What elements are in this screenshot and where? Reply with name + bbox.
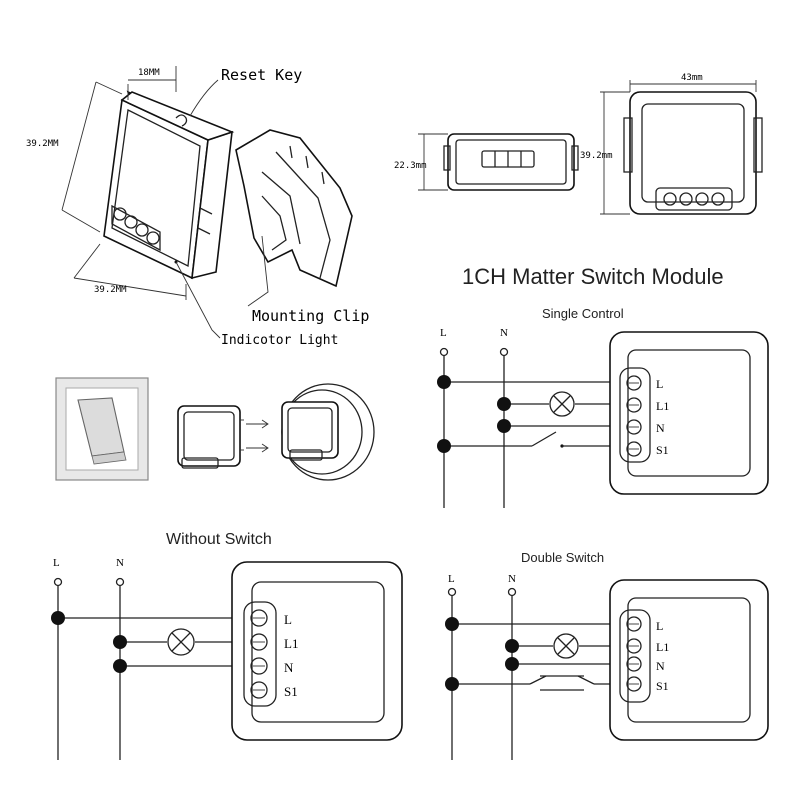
double-terminal-s1: S1 <box>656 679 669 693</box>
indicator-light-label: Indicotor Light <box>221 333 338 348</box>
installation-illustration <box>55 377 375 481</box>
without-switch-title: Without Switch <box>166 531 272 548</box>
double-switch-title: Double Switch <box>521 550 604 565</box>
side-view <box>418 133 579 191</box>
dim-front-height-label: 39.2mm <box>580 151 613 161</box>
without-terminal-n: N <box>284 660 294 675</box>
single-control-diagram <box>437 331 769 508</box>
single-terminal-l: L <box>656 377 663 391</box>
dim-iso-height-label: 39.2MM <box>26 139 59 149</box>
single-terminal-n: N <box>656 421 665 435</box>
double-terminal-n: N <box>656 659 665 673</box>
double-terminal-l: L <box>656 619 663 633</box>
iso-module-view <box>61 66 353 339</box>
without-switch-diagram <box>51 561 403 760</box>
without-line-label: L <box>53 557 60 569</box>
mounting-clip-label: Mounting Clip <box>252 307 369 325</box>
without-terminal-l1: L1 <box>284 636 298 651</box>
single-control-title: Single Control <box>542 306 624 321</box>
single-line-label: L <box>440 327 447 339</box>
double-line-label: L <box>448 573 455 585</box>
front-view <box>600 80 763 215</box>
without-terminal-l: L <box>284 612 292 627</box>
single-terminal-s1: S1 <box>656 443 669 457</box>
dim-depth-label: 18MM <box>138 68 160 78</box>
page-title: 1CH Matter Switch Module <box>462 264 724 289</box>
dim-iso-width-label: 39.2MM <box>94 285 127 295</box>
single-neutral-label: N <box>500 327 508 339</box>
dim-thickness-label: 22.3mm <box>394 161 427 171</box>
without-neutral-label: N <box>116 557 124 569</box>
reset-key-label: Reset Key <box>221 66 302 84</box>
without-terminal-s1: S1 <box>284 684 298 699</box>
double-terminal-l1: L1 <box>656 640 669 654</box>
double-switch-diagram <box>445 579 769 760</box>
single-terminal-l1: L1 <box>656 399 669 413</box>
double-neutral-label: N <box>508 573 516 585</box>
dim-front-width-label: 43mm <box>681 73 703 83</box>
